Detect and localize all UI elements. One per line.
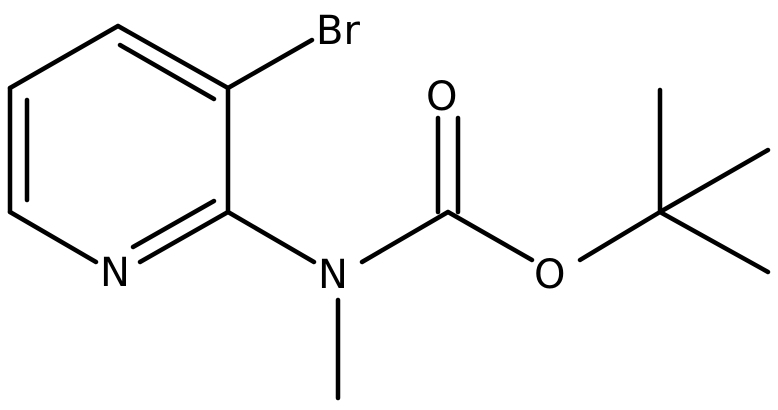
bond-n1-c6 — [7, 209, 99, 265]
bond-c3-c2-inner — [130, 198, 217, 250]
atom-label-ester-oxygen: O — [534, 252, 565, 298]
bond-c3-c2 — [137, 209, 231, 265]
bond-quatc-methyl-upper-right — [657, 147, 771, 215]
bond-c6-c5 — [7, 23, 121, 91]
bond-carbonyl-oester — [445, 209, 535, 263]
atom-label-amide-nitrogen: N — [318, 252, 348, 298]
bond-c3-namide — [225, 209, 317, 265]
atom-label-bromine: Br — [316, 8, 360, 54]
bond-c5-c4 — [115, 23, 231, 91]
bond-namide-carbonyl — [359, 209, 451, 265]
atom-label-carbonyl-oxygen: O — [426, 74, 457, 120]
atom-label-ring-nitrogen: N — [100, 250, 130, 296]
bond-oester-quatc — [577, 209, 663, 263]
bond-quatc-methyl-lower-right — [657, 209, 771, 275]
bond-c5-c4-inner — [117, 42, 217, 102]
bond-c4-br — [225, 37, 315, 91]
